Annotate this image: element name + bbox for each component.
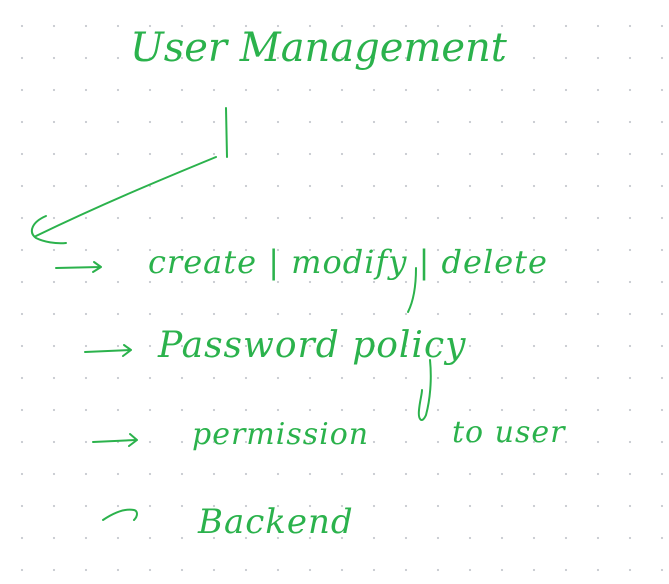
bullet-arrow-2 xyxy=(84,344,132,357)
list-item-create-modify-delete: create | modify | delete xyxy=(148,243,548,281)
list-item-to-user: to user xyxy=(452,415,566,450)
list-item-permission: permission xyxy=(192,417,370,452)
connector-vertical-stroke xyxy=(225,107,228,158)
bullet-arrow-4 xyxy=(102,508,138,521)
list-item-password-policy: Password policy xyxy=(158,325,467,366)
descender-loop-stroke xyxy=(417,359,432,422)
modify-descender-stroke xyxy=(407,267,417,313)
list-item-backend: Backend xyxy=(198,502,354,542)
heading-user-management: User Management xyxy=(130,25,507,71)
bullet-arrow-3 xyxy=(92,433,138,447)
connector-diagonal-stroke xyxy=(35,156,217,237)
connector-arrowhead xyxy=(30,215,67,245)
bullet-arrow-1 xyxy=(55,261,102,273)
